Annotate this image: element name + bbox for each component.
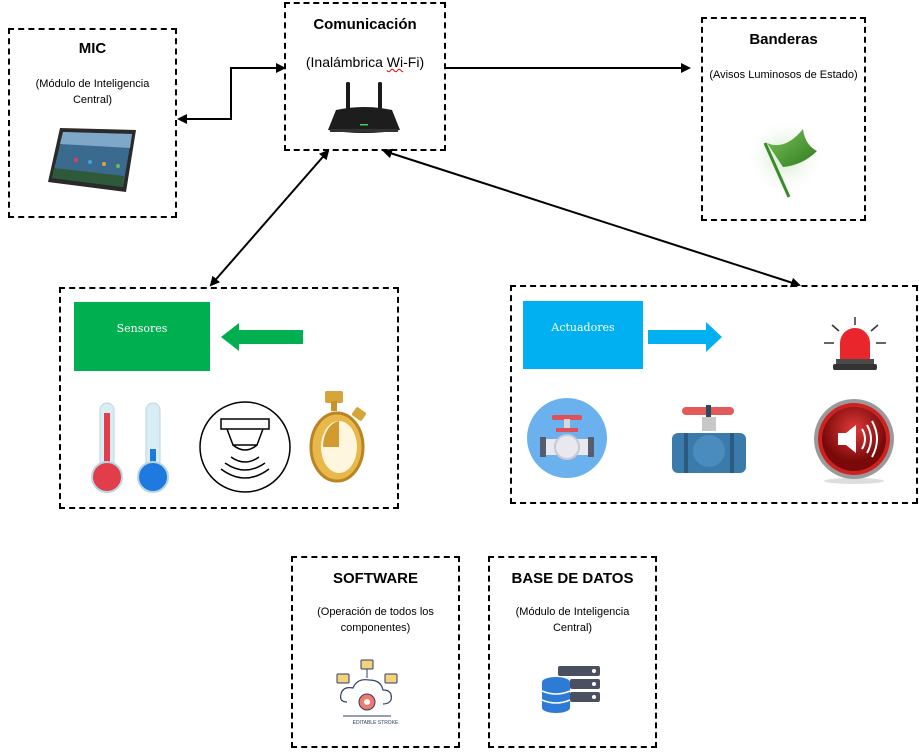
edge-comunicacion-sensores [209,149,330,287]
alarm-beacon-icon [824,317,886,370]
arrow-right-icon [648,322,722,352]
cloud-gear-icon [336,659,398,717]
node-software: SOFTWARE (Operación de todos los compone… [291,556,460,748]
tablet-icon [48,128,136,192]
thermometer-cold-icon [137,402,169,493]
subtitle-suffix: -Fi) [403,54,425,70]
node-base-de-datos-subtitle: (Módulo de Inteligencia Central) [515,606,630,634]
node-software-subtitle: (Operación de todos los componentes) [317,606,434,634]
subtitle-prefix: (Inalámbrica [305,54,387,70]
speaker-button-icon [814,399,894,484]
stopwatch-icon [309,391,366,483]
node-banderas-subtitle: (Avisos Luminosos de Estado) [709,69,858,81]
arrow-left-icon [221,323,303,351]
edge-mic-comunicacion [177,63,286,124]
node-banderas-title: Banderas [749,31,818,48]
sensores-label-box: Sensores [74,302,210,371]
node-comunicacion: Comunicación (Inalámbrica Wi-Fi) [284,2,446,151]
water-valve-icon [672,405,746,473]
node-actuadores: Actuadores [510,285,918,504]
icon-caption: EDITABLE STROKE [352,720,399,726]
motion-sensor-icon [199,401,291,493]
pipe-valve-round-icon [527,398,607,478]
node-base-de-datos-title: BASE DE DATOS [511,570,634,587]
node-banderas: Banderas (Avisos Luminosos de Estado) [701,17,866,221]
database-server-icon [541,666,600,713]
node-mic-subtitle: (Módulo de Inteligencia Central) [35,78,150,106]
node-comunicacion-title: Comunicación [313,16,417,33]
green-flag-icon [745,117,825,198]
sensores-label: Sensores [116,322,168,335]
node-base-de-datos: BASE DE DATOS (Módulo de Inteligencia Ce… [488,556,657,748]
node-mic: MIC (Módulo de Inteligencia Central) [8,28,177,218]
node-sensores: Sensores [59,287,399,509]
actuadores-label: Actuadores [551,321,615,334]
wifi-router-icon [328,82,400,133]
thermometer-hot-icon [91,402,123,493]
node-mic-title: MIC [78,40,107,57]
node-comunicacion-subtitle: (Inalámbrica Wi-Fi) [292,54,438,70]
spellcheck-marked-word: Wi [386,54,404,70]
actuadores-label-box: Actuadores [523,301,643,369]
node-software-title: SOFTWARE [333,570,418,587]
